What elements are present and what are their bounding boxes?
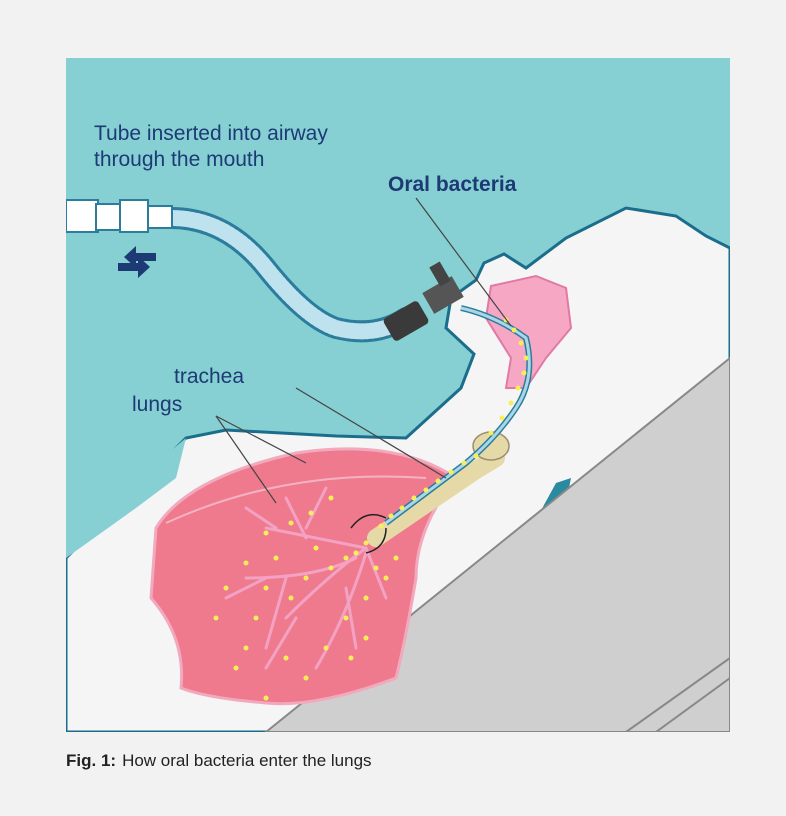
tube-connector <box>66 200 172 232</box>
diagram-figure: Tube inserted into airway through the mo… <box>66 58 730 732</box>
diagram-svg: Tube inserted into airway through the mo… <box>66 58 730 732</box>
ventilator-hose <box>171 218 406 331</box>
airflow-arrows-icon <box>118 246 156 278</box>
label-tube-line1: Tube inserted into airway <box>94 122 328 145</box>
label-trachea: trachea <box>174 365 244 388</box>
label-lungs: lungs <box>132 393 182 416</box>
label-oral-bacteria: Oral bacteria <box>388 173 517 196</box>
caption-fig-label: Fig. 1: <box>66 751 116 770</box>
caption-text: How oral bacteria enter the lungs <box>122 751 371 770</box>
figure-caption: Fig. 1: How oral bacteria enter the lungs <box>66 751 372 771</box>
label-tube-line2: through the mouth <box>94 148 264 171</box>
